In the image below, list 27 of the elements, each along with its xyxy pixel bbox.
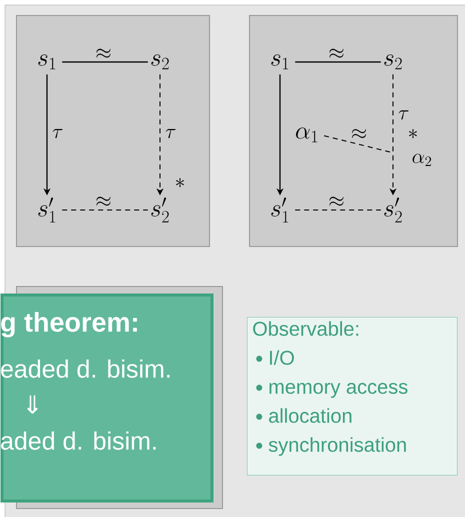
- edge-label: $\approx$: [330, 48, 344, 58]
- state-label: $s'_1$: [38, 198, 56, 222]
- state-label: $s_2$: [384, 54, 402, 70]
- edge-label: $\tau$: [52, 128, 63, 138]
- edge-label: $\approx$: [96, 196, 110, 206]
- connector-line: [295, 61, 381, 63]
- edge-label: $\tau$: [166, 128, 176, 138]
- panel: [249, 15, 458, 247]
- connector-line: [324, 135, 390, 152]
- observable-box: Observable: I/O memory access allocation synchronisation: [247, 317, 458, 476]
- state-label: $s'_2$: [151, 198, 169, 222]
- math-label: $*$: [409, 129, 417, 138]
- state-label: $s'_2$: [384, 198, 402, 222]
- edge-label: $\approx$: [352, 129, 366, 138]
- theorem-box: g theorem: eaded d. bisim. ⇓ aded d. bisim.: [0, 294, 214, 502]
- state-label: $s'_1$: [271, 198, 288, 222]
- state-label: $s_1$: [38, 54, 56, 70]
- state-label: $s_1$: [271, 54, 288, 70]
- greek-symbol: $\alpha_1$: [296, 128, 318, 142]
- state-label: $s_2$: [151, 54, 169, 70]
- panel: [16, 15, 210, 247]
- edge-label: $\approx$: [96, 48, 110, 58]
- math-label: $\alpha_2$: [412, 154, 432, 166]
- edge-label: $\tau$: [398, 110, 409, 120]
- connector-line: [62, 61, 148, 63]
- math-label: $*$: [176, 178, 184, 188]
- edge-label: $\approx$: [330, 196, 344, 206]
